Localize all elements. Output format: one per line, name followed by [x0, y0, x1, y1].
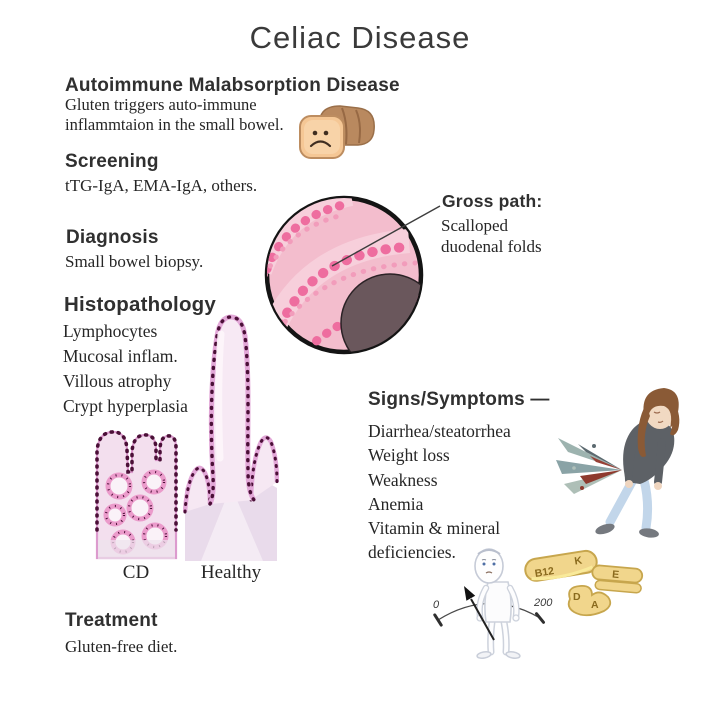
- section-heading-treatment: Treatment: [65, 610, 158, 631]
- neighbor-villi: [183, 435, 279, 514]
- vitamin-b12-label: B12: [534, 565, 555, 580]
- symptom-item: deficiencies.: [368, 542, 456, 563]
- histopathology-item: Mucosal inflam.: [63, 346, 178, 366]
- symptom-item: Weight loss: [368, 445, 450, 466]
- autoimmune-line-1: Gluten triggers auto-immune: [65, 95, 257, 114]
- underweight-person-scale-illustration: 0 200: [433, 548, 553, 659]
- bread-slice-face: [299, 115, 345, 159]
- cd-epithelium-nuclei: [95, 430, 178, 532]
- autoimmune-body: Gluten triggers auto-immune inflammtaion…: [65, 95, 284, 134]
- section-heading-diagnosis: Diagnosis: [66, 227, 159, 248]
- symptoms-list: Diarrhea/steatorrhea Weight loss Weaknes…: [368, 419, 511, 565]
- base-highlight: [201, 486, 263, 561]
- healthy-label: Healthy: [200, 562, 262, 583]
- autoimmune-line-2: inflammtaion in the small bowel.: [65, 114, 284, 134]
- gross-path-line-1: Scalloped: [441, 216, 509, 235]
- section-heading-autoimmune: Autoimmune Malabsorption Disease: [65, 75, 400, 96]
- scale-needle: [464, 586, 495, 641]
- vitamin-deficiency-blobs-illustration: B12 K E D A: [524, 549, 644, 617]
- histopathology-item: Crypt hyperplasia: [63, 396, 188, 416]
- symptom-item: Diarrhea/steatorrhea: [368, 421, 511, 441]
- gross-path-line-2: duodenal folds: [441, 237, 542, 256]
- gross-path-pointer-line: [331, 205, 441, 267]
- histopathology-item: Villous atrophy: [63, 371, 172, 391]
- treatment-body: Gluten-free diet.: [65, 637, 178, 656]
- diarrhea-spray: [556, 438, 622, 494]
- section-heading-histopathology: Histopathology: [64, 293, 216, 316]
- person-with-diarrhea-illustration: [556, 388, 680, 538]
- endoscopy-view-illustration: [264, 195, 424, 355]
- bread-frown: [309, 140, 332, 148]
- diagnosis-body: Small bowel biopsy.: [65, 252, 204, 271]
- tall-villus: [207, 314, 257, 506]
- section-heading-screening: Screening: [65, 151, 159, 172]
- symptom-item: Vitamin & mineral: [368, 518, 501, 539]
- vitamin-blob-b12-k: B12 K: [524, 549, 598, 582]
- section-heading-signs-symptoms: Signs/Symptoms —: [368, 389, 550, 410]
- scale-min-label: 0: [433, 599, 440, 611]
- vitamin-e-label: E: [612, 569, 620, 582]
- sad-bread-icon: [299, 105, 375, 159]
- symptom-item: Anemia: [368, 493, 424, 514]
- bread-eye-right: [323, 130, 329, 136]
- thin-figure: [474, 548, 521, 659]
- screening-body: tTG-IgA, EMA-IgA, others.: [65, 176, 258, 195]
- symptom-item: Weakness: [368, 469, 438, 490]
- scale-max-label: 200: [533, 597, 553, 609]
- head: [637, 388, 680, 457]
- cd-flattened-villi-illustration: [95, 430, 178, 560]
- vitamin-a-label: A: [591, 599, 599, 611]
- cd-base-fade: [98, 540, 175, 559]
- vitamin-blob-e: E: [591, 564, 644, 594]
- vitamin-d-label: D: [573, 591, 581, 603]
- gross-path-heading: Gross path:: [442, 191, 543, 211]
- page-title: Celiac Disease: [249, 20, 471, 55]
- gross-path-body: Scalloped duodenal folds: [441, 215, 542, 257]
- histopathology-item: Lymphocytes: [63, 321, 158, 341]
- histopathology-list: Lymphocytes Mucosal inflam. Villous atro…: [63, 319, 188, 419]
- vitamin-blob-d-a: D A: [567, 585, 612, 617]
- bread-eye-left: [312, 130, 318, 136]
- vitamin-k-label: K: [574, 555, 584, 568]
- healthy-villus-illustration: [183, 314, 279, 561]
- duodenal-folds: [267, 198, 421, 352]
- arms: [624, 436, 666, 490]
- cd-label: CD: [122, 562, 150, 583]
